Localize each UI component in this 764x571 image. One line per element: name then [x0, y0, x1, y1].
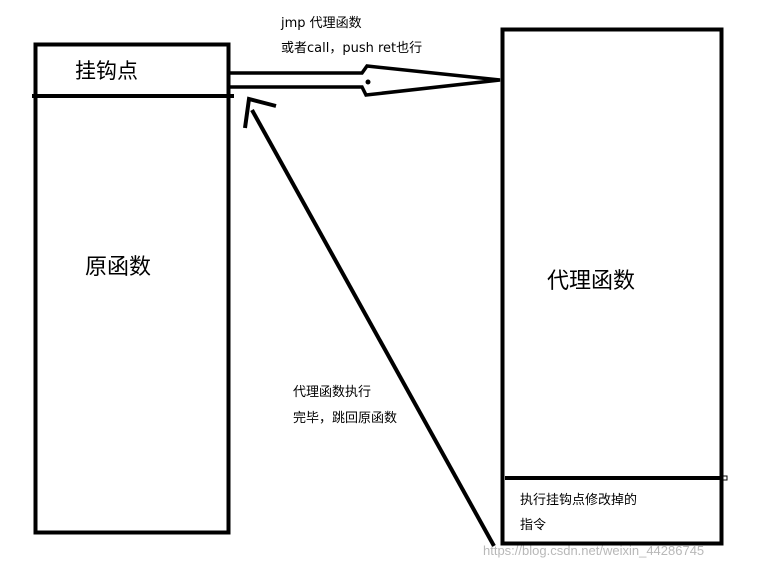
return-annotation-line-2: 完毕，跳回原函数	[293, 411, 398, 426]
return-arrow	[243, 96, 496, 547]
proxy-function-box	[500, 27, 724, 546]
jump-annotation-line-2: 或者call，push ret也行	[281, 41, 423, 56]
divider-end-marker	[722, 475, 728, 481]
patched-instructions-label-line-1: 执行挂钩点修改掉的	[520, 493, 638, 508]
watermark: https://blog.csdn.net/weixin_44286745	[483, 543, 705, 558]
original-function-label: 原函数	[85, 255, 152, 280]
patched-instructions-label-line-2: 指令	[520, 518, 547, 533]
jump-annotation-line-1: jmp 代理函数	[281, 16, 362, 31]
proxy-function-label: 代理函数	[547, 269, 636, 294]
original-function-box	[33, 42, 231, 535]
jump-arrow	[228, 64, 501, 97]
hook-point-label: 挂钩点	[75, 59, 138, 83]
return-annotation-line-1: 代理函数执行	[293, 385, 372, 400]
